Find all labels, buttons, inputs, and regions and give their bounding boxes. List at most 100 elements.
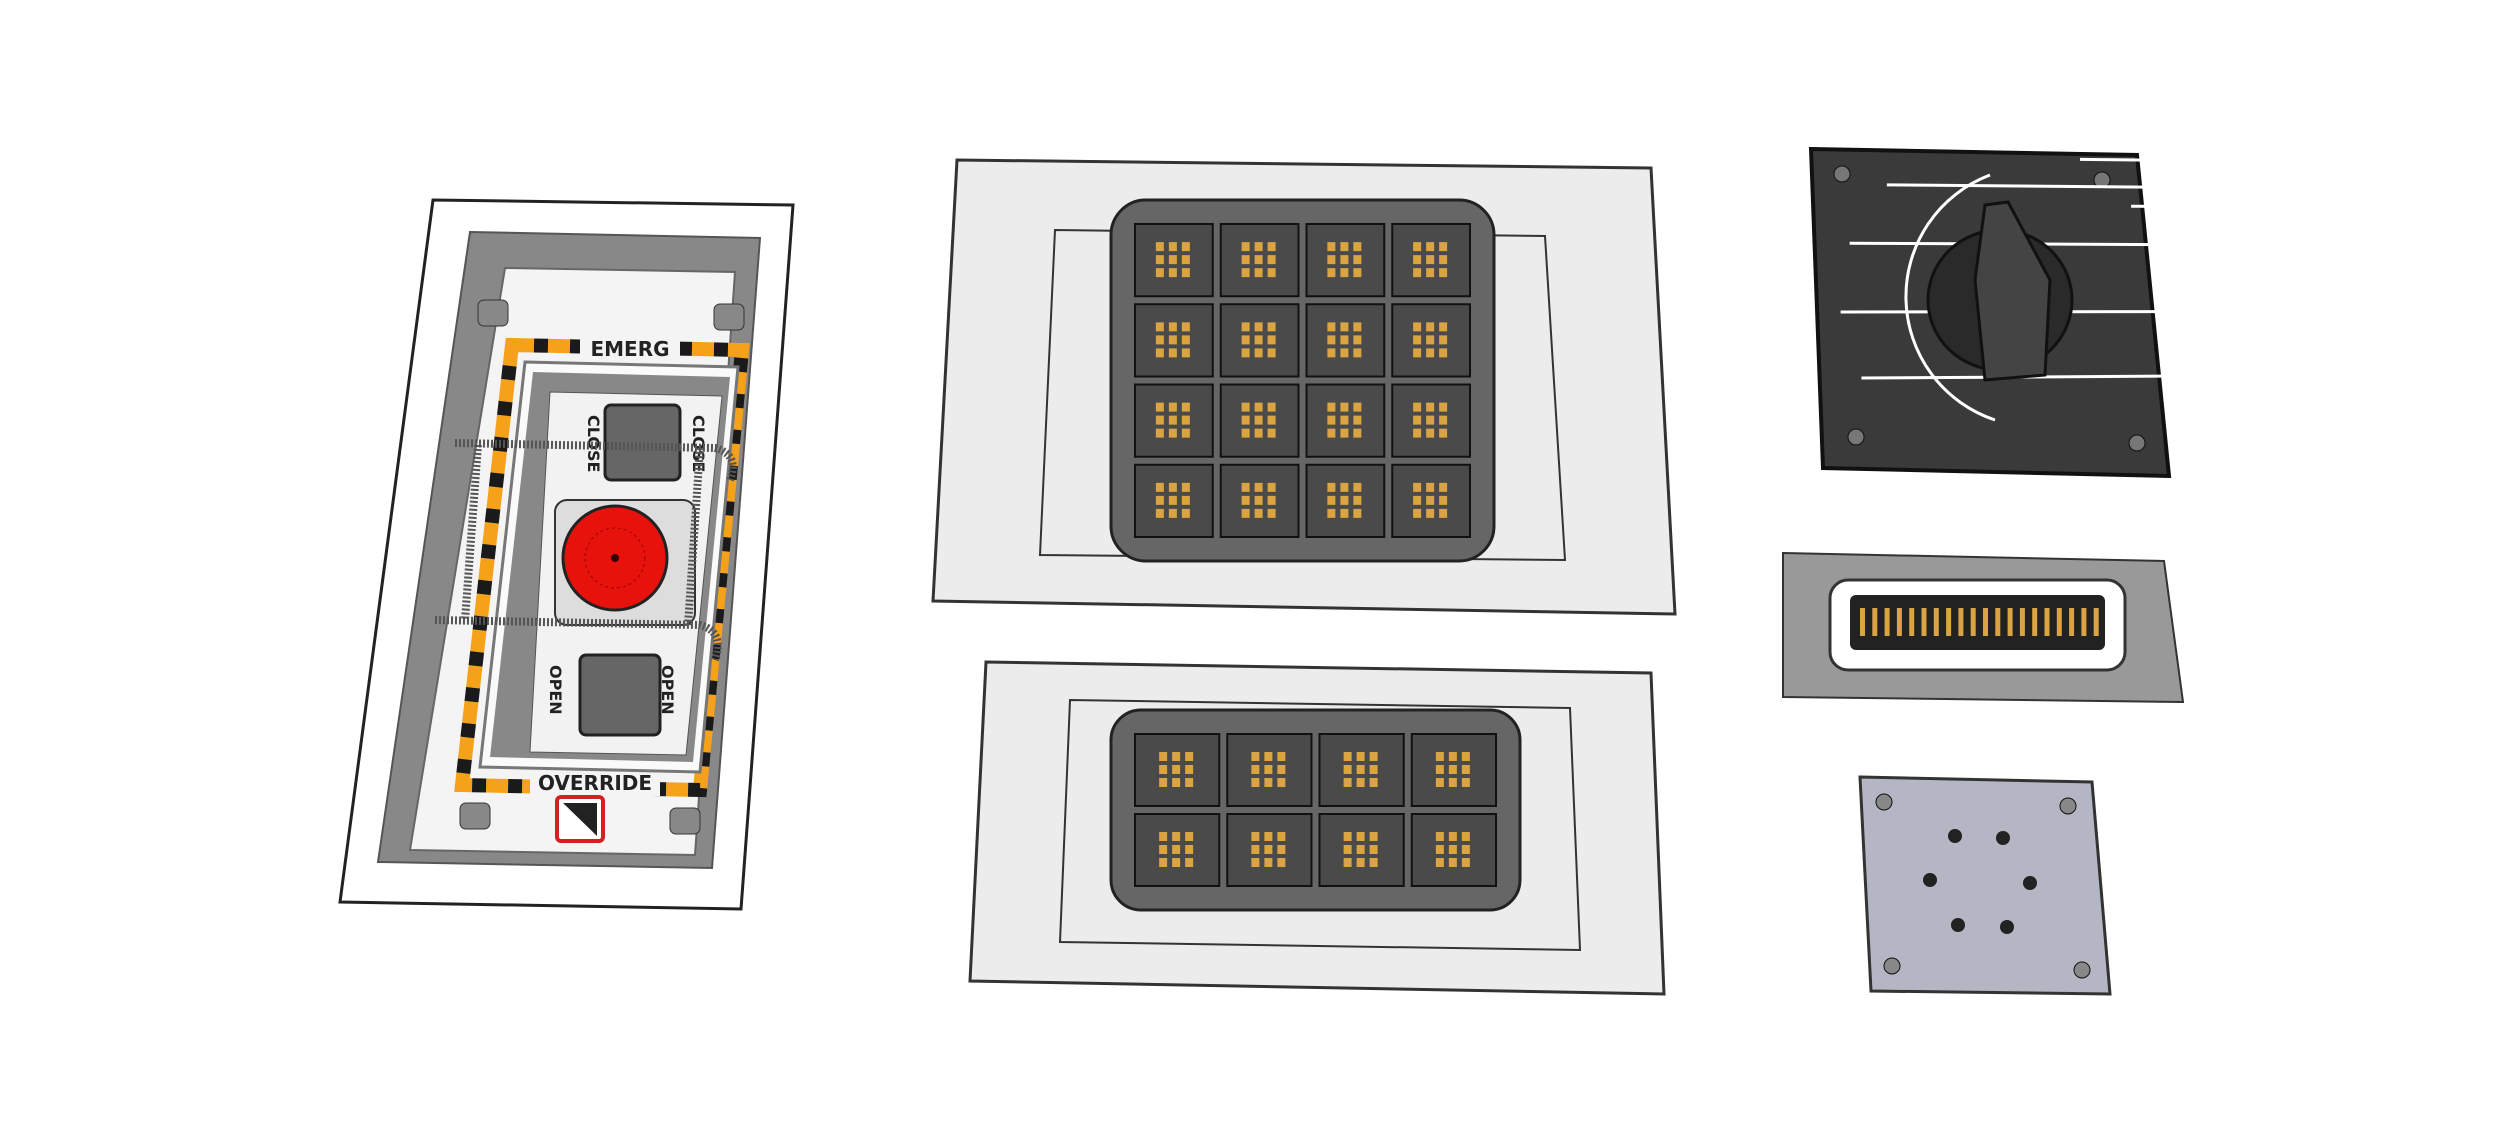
pin [1254,495,1263,505]
pin [1168,482,1177,492]
pin [1267,322,1276,332]
pin [1277,778,1286,787]
pin [1168,348,1177,358]
pin [1241,508,1250,518]
pin [1172,765,1181,774]
pin [1413,268,1422,278]
pin [1461,858,1470,867]
pin [1327,242,1336,252]
hex-bolt [459,802,491,830]
pin [1439,495,1448,505]
pin [1356,752,1365,761]
pin [1267,255,1276,265]
pin [1340,402,1349,412]
pin [1277,845,1286,854]
pin [1185,752,1194,761]
ribbon-pin [1872,608,1878,636]
rotary-knob-panel [1808,137,2513,479]
pin [1413,428,1422,438]
pin [1267,482,1276,492]
ribbon-pin [1983,608,1988,636]
pin [1241,482,1250,492]
pin [1155,348,1164,358]
hex-bolt [669,807,701,835]
pin [1155,322,1164,332]
pin [1241,415,1250,425]
pin [1267,428,1276,438]
pin [1251,845,1260,854]
ribbon-pin [1995,608,2001,636]
pin [1356,778,1365,787]
pin [1267,268,1276,278]
pin [1159,765,1168,774]
pin [1327,348,1336,358]
pin [1461,765,1470,774]
connector-grid [1134,223,1471,538]
pin [1413,482,1422,492]
pin [1264,765,1273,774]
pin [1327,335,1336,345]
pin [1172,858,1181,867]
pin [1369,832,1378,841]
pin [1343,765,1352,774]
pin [1185,858,1194,867]
pin [1343,832,1352,841]
pin [1172,832,1181,841]
guard-wire [434,439,737,662]
pin [1327,482,1336,492]
pin [1435,845,1444,854]
pin [1327,402,1336,412]
pin [1340,348,1349,358]
pin [1413,348,1422,358]
pin [1353,508,1362,518]
pin [1267,335,1276,345]
pin [1413,242,1422,252]
pin [1267,508,1276,518]
pin [1327,495,1336,505]
dial-tick [1849,241,2513,248]
pin [1353,348,1362,358]
pin [1181,268,1190,278]
pin [1185,778,1194,787]
pin [1254,508,1263,518]
connector-grid [1134,733,1497,887]
pin [1340,508,1349,518]
pin [1168,322,1177,332]
pin [1267,495,1276,505]
pin [1448,832,1457,841]
pin [1168,242,1177,252]
pin [1369,858,1378,867]
ribbon-pin [1884,608,1890,636]
open-label-left: OPEN [546,665,565,715]
pin [1439,335,1448,345]
pin [1181,348,1190,358]
connector-cell [1134,383,1214,458]
pin [1439,255,1448,265]
pin [1254,482,1263,492]
pin [1241,495,1250,505]
pin [1353,428,1362,438]
pin [1353,415,1362,425]
rotary-knob[interactable] [1973,200,2052,382]
pin [1426,268,1435,278]
ribbon-pin [2044,608,2050,636]
pin [1439,402,1448,412]
pin [1172,752,1181,761]
pin [1155,402,1164,412]
dial-tick [2013,137,2513,147]
pin [1241,402,1250,412]
pin [1435,765,1444,774]
pin [1168,428,1177,438]
connector-plate-small [968,660,1666,996]
ribbon-pin [1909,608,1915,636]
pin [1327,255,1336,265]
pin [1264,832,1273,841]
diagonal-triangle-icon [563,803,597,836]
pin [1327,428,1336,438]
pin [1185,765,1194,774]
open-button[interactable] [578,653,662,737]
pin [1155,242,1164,252]
pin [1277,752,1286,761]
pin [1356,858,1365,867]
